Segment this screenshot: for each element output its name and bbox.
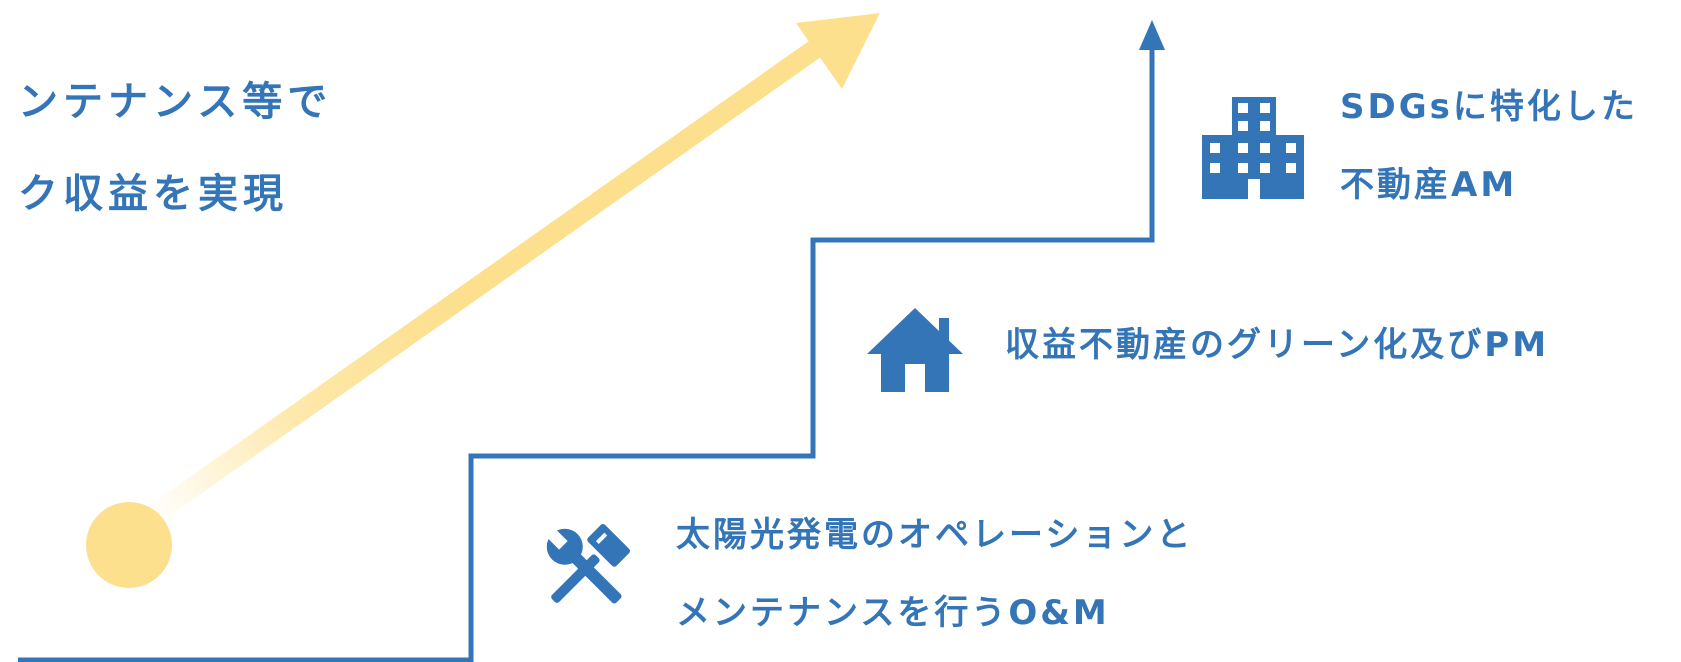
house-icon <box>867 308 963 392</box>
headline-line-2: ク収益を実現 <box>18 171 288 217</box>
office-building-icon <box>1202 97 1304 199</box>
growth-arrow-head <box>796 13 880 89</box>
step1-line-1: 太陽光発電のオペレーションと <box>676 515 1194 555</box>
growth-arrow-shaft <box>129 35 828 537</box>
growth-start-dot <box>86 502 172 588</box>
step1-line-2: メンテナンスを行うO&M <box>676 593 1110 633</box>
staircase-arrow-head <box>1139 20 1165 50</box>
step3-line-1: SDGsに特化した <box>1340 87 1638 127</box>
headline-line-1: ンテナンス等で <box>18 79 333 125</box>
step3-line-2: 不動産AM <box>1340 165 1518 205</box>
tools-icon <box>544 523 631 604</box>
staircase-line <box>18 42 1155 662</box>
step2-line-1: 収益不動産のグリーン化及びPM <box>1005 325 1550 365</box>
